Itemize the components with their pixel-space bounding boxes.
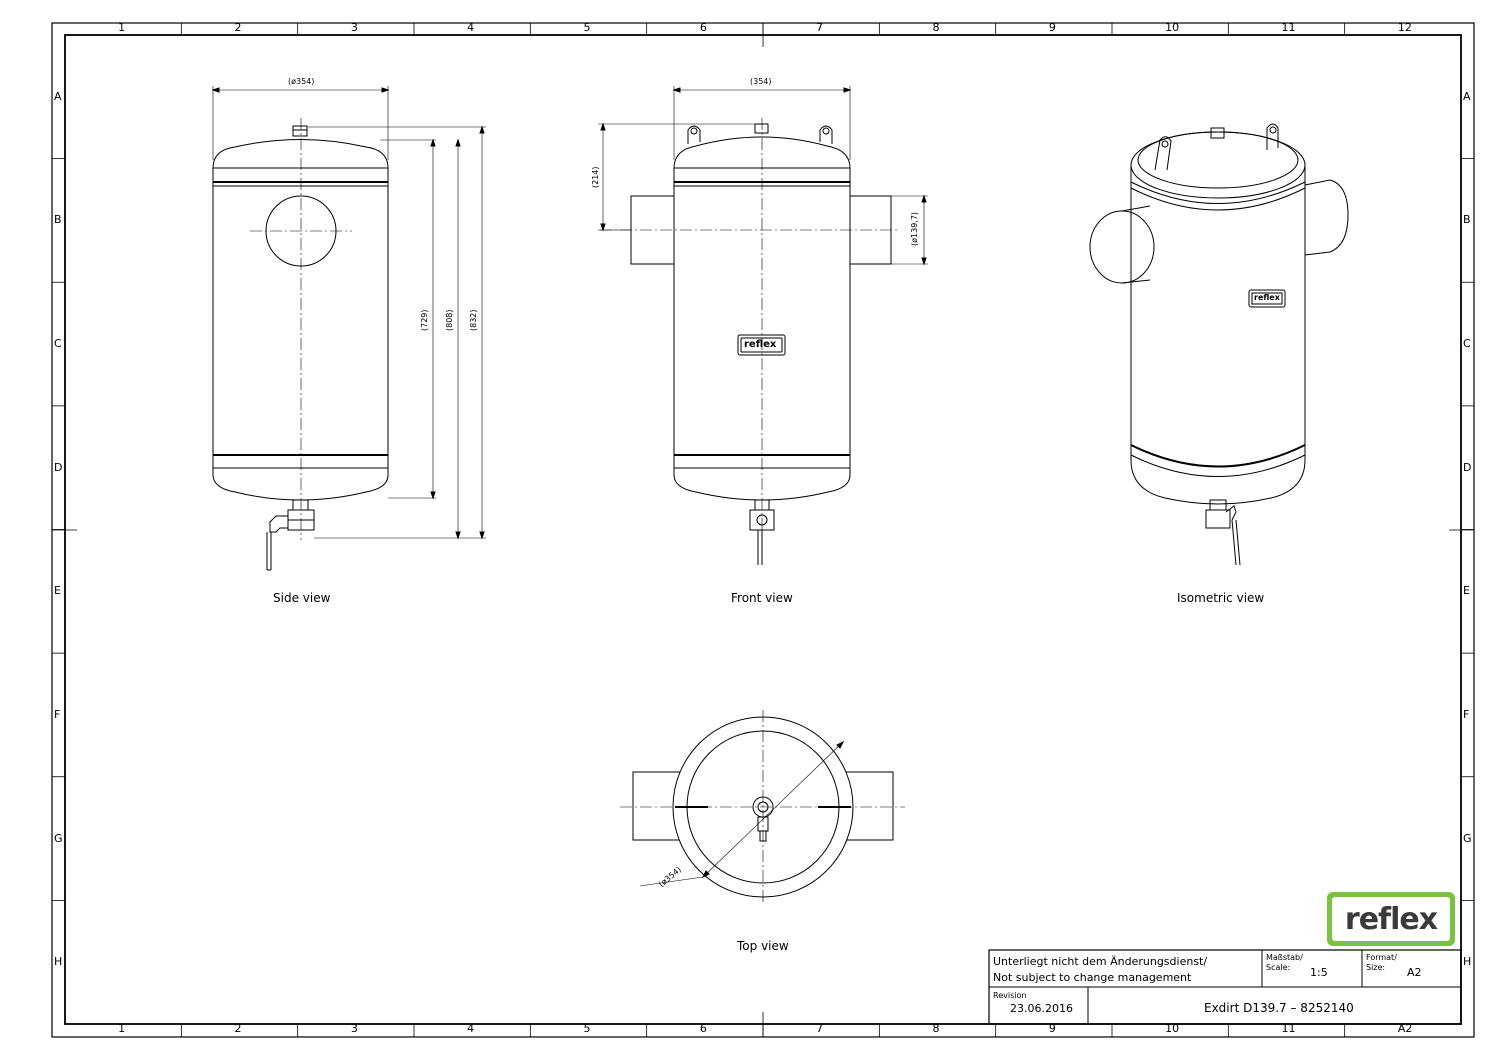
front-top-dim: (214): [591, 166, 600, 188]
top-view: [620, 710, 905, 905]
scale-label-en: Scale:: [1266, 963, 1291, 972]
drawing-title: Exdirt D139.7 – 8252140: [1204, 1001, 1354, 1015]
row-label-G-right: G: [1463, 831, 1472, 845]
front-view-label: Front view: [731, 591, 793, 605]
column-label-11-bottom: 11: [1281, 1022, 1296, 1035]
column-label-11-top: 11: [1281, 21, 1296, 34]
revision-label: Revision: [993, 991, 1027, 1000]
column-label-8-bottom: 8: [932, 1022, 940, 1035]
side-height-808-dim: (808): [445, 309, 454, 331]
column-label-7-top: 7: [816, 21, 824, 34]
row-label-B-left: B: [54, 213, 62, 227]
column-label-2-top: 2: [234, 21, 242, 34]
reflex-logo: reflex: [1327, 892, 1455, 946]
column-label-12-bottom: A2: [1397, 1022, 1413, 1035]
iso-nameplate-text: reflex: [1254, 293, 1280, 302]
isometric-view-label: Isometric view: [1177, 591, 1265, 605]
side-diameter-dim: (ø354): [288, 77, 315, 86]
grid-ticks: [52, 23, 1474, 1037]
row-label-A-left: A: [54, 89, 62, 103]
change-note-line1: Unterliegt nicht dem Änderungsdienst/: [993, 955, 1208, 968]
row-label-H-right: H: [1463, 955, 1472, 969]
row-label-E-right: E: [1463, 584, 1470, 598]
front-nameplate-text: reflex: [744, 339, 777, 350]
column-label-4-top: 4: [467, 21, 475, 34]
column-label-3-bottom: 3: [350, 1022, 358, 1035]
row-label-G-left: G: [54, 831, 63, 845]
column-label-3-top: 3: [350, 21, 358, 34]
side-view: [211, 86, 486, 571]
column-label-10-top: 10: [1165, 21, 1180, 34]
row-label-C-left: C: [54, 337, 62, 351]
format-label-en: Size:: [1366, 963, 1386, 972]
column-label-8-top: 8: [932, 21, 940, 34]
row-label-E-left: E: [54, 584, 61, 598]
isometric-view: [1089, 123, 1349, 566]
column-label-1-top: 1: [118, 21, 126, 34]
row-label-D-left: D: [54, 460, 63, 474]
front-connection-dim: (ø139,7): [910, 211, 919, 246]
format-value: A2: [1407, 966, 1422, 979]
column-label-9-bottom: 9: [1048, 1022, 1056, 1035]
column-label-12-top: 12: [1397, 21, 1412, 34]
column-label-5-top: 5: [583, 21, 591, 34]
row-label-D-right: D: [1463, 460, 1472, 474]
row-label-B-right: B: [1463, 213, 1471, 227]
revision-date: 23.06.2016: [1010, 1002, 1073, 1015]
change-note-line2: Not subject to change management: [993, 971, 1192, 984]
top-view-label: Top view: [737, 939, 789, 953]
reflex-logo-text: reflex: [1344, 901, 1438, 937]
column-label-10-bottom: 10: [1165, 1022, 1180, 1035]
scale-label-de: Maßstab/: [1266, 953, 1303, 962]
column-label-6-top: 6: [699, 21, 707, 34]
row-label-A-right: A: [1463, 89, 1471, 103]
column-label-9-top: 9: [1048, 21, 1056, 34]
front-width-dim: (354): [750, 77, 772, 86]
side-height-832-dim: (832): [469, 309, 478, 331]
column-label-4-bottom: 4: [467, 1022, 475, 1035]
side-view-label: Side view: [273, 591, 331, 605]
row-label-C-right: C: [1463, 337, 1471, 351]
column-label-2-bottom: 2: [234, 1022, 242, 1035]
column-label-7-bottom: 7: [816, 1022, 824, 1035]
column-label-1-bottom: 1: [118, 1022, 126, 1035]
format-label-de: Format/: [1366, 953, 1397, 962]
title-block-frame: [988, 949, 1462, 1025]
column-label-6-bottom: 6: [699, 1022, 707, 1035]
row-label-F-left: F: [54, 707, 61, 721]
side-height-729-dim: (729): [420, 309, 429, 331]
scale-value: 1:5: [1310, 966, 1328, 979]
front-view: [598, 86, 928, 565]
column-label-5-bottom: 5: [583, 1022, 591, 1035]
row-label-H-left: H: [54, 955, 63, 969]
row-label-F-right: F: [1463, 707, 1470, 721]
